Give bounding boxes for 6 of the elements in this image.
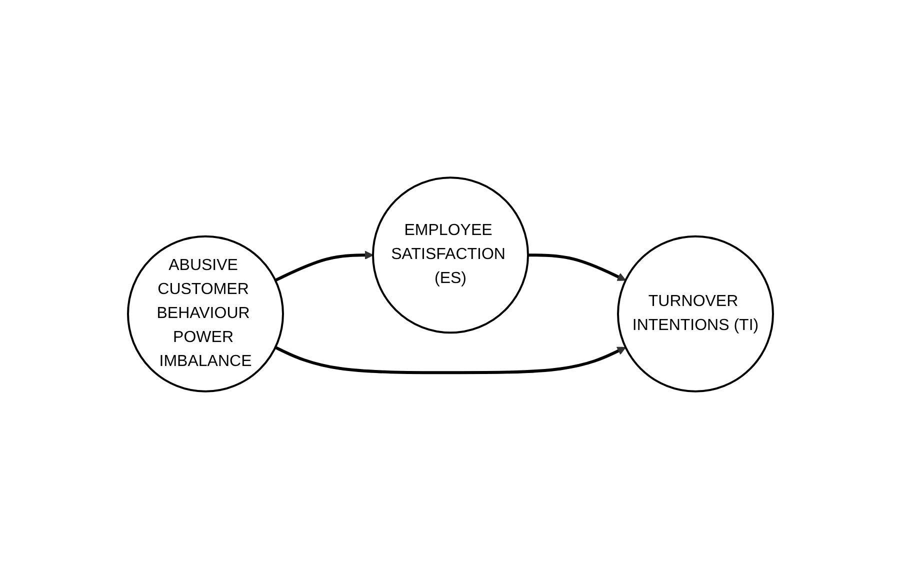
arrow	[528, 254, 626, 281]
arrow	[274, 250, 373, 282]
node-circle: TURNOVER INTENTIONS (TI)	[616, 235, 774, 392]
node-circle: EMPLOYEE SATISFACTION (ES)	[372, 176, 528, 334]
arrow	[274, 346, 626, 374]
node-circle: ABUSIVE CUSTOMER BEHAVIOUR POWER IMBALANCE	[126, 235, 284, 392]
